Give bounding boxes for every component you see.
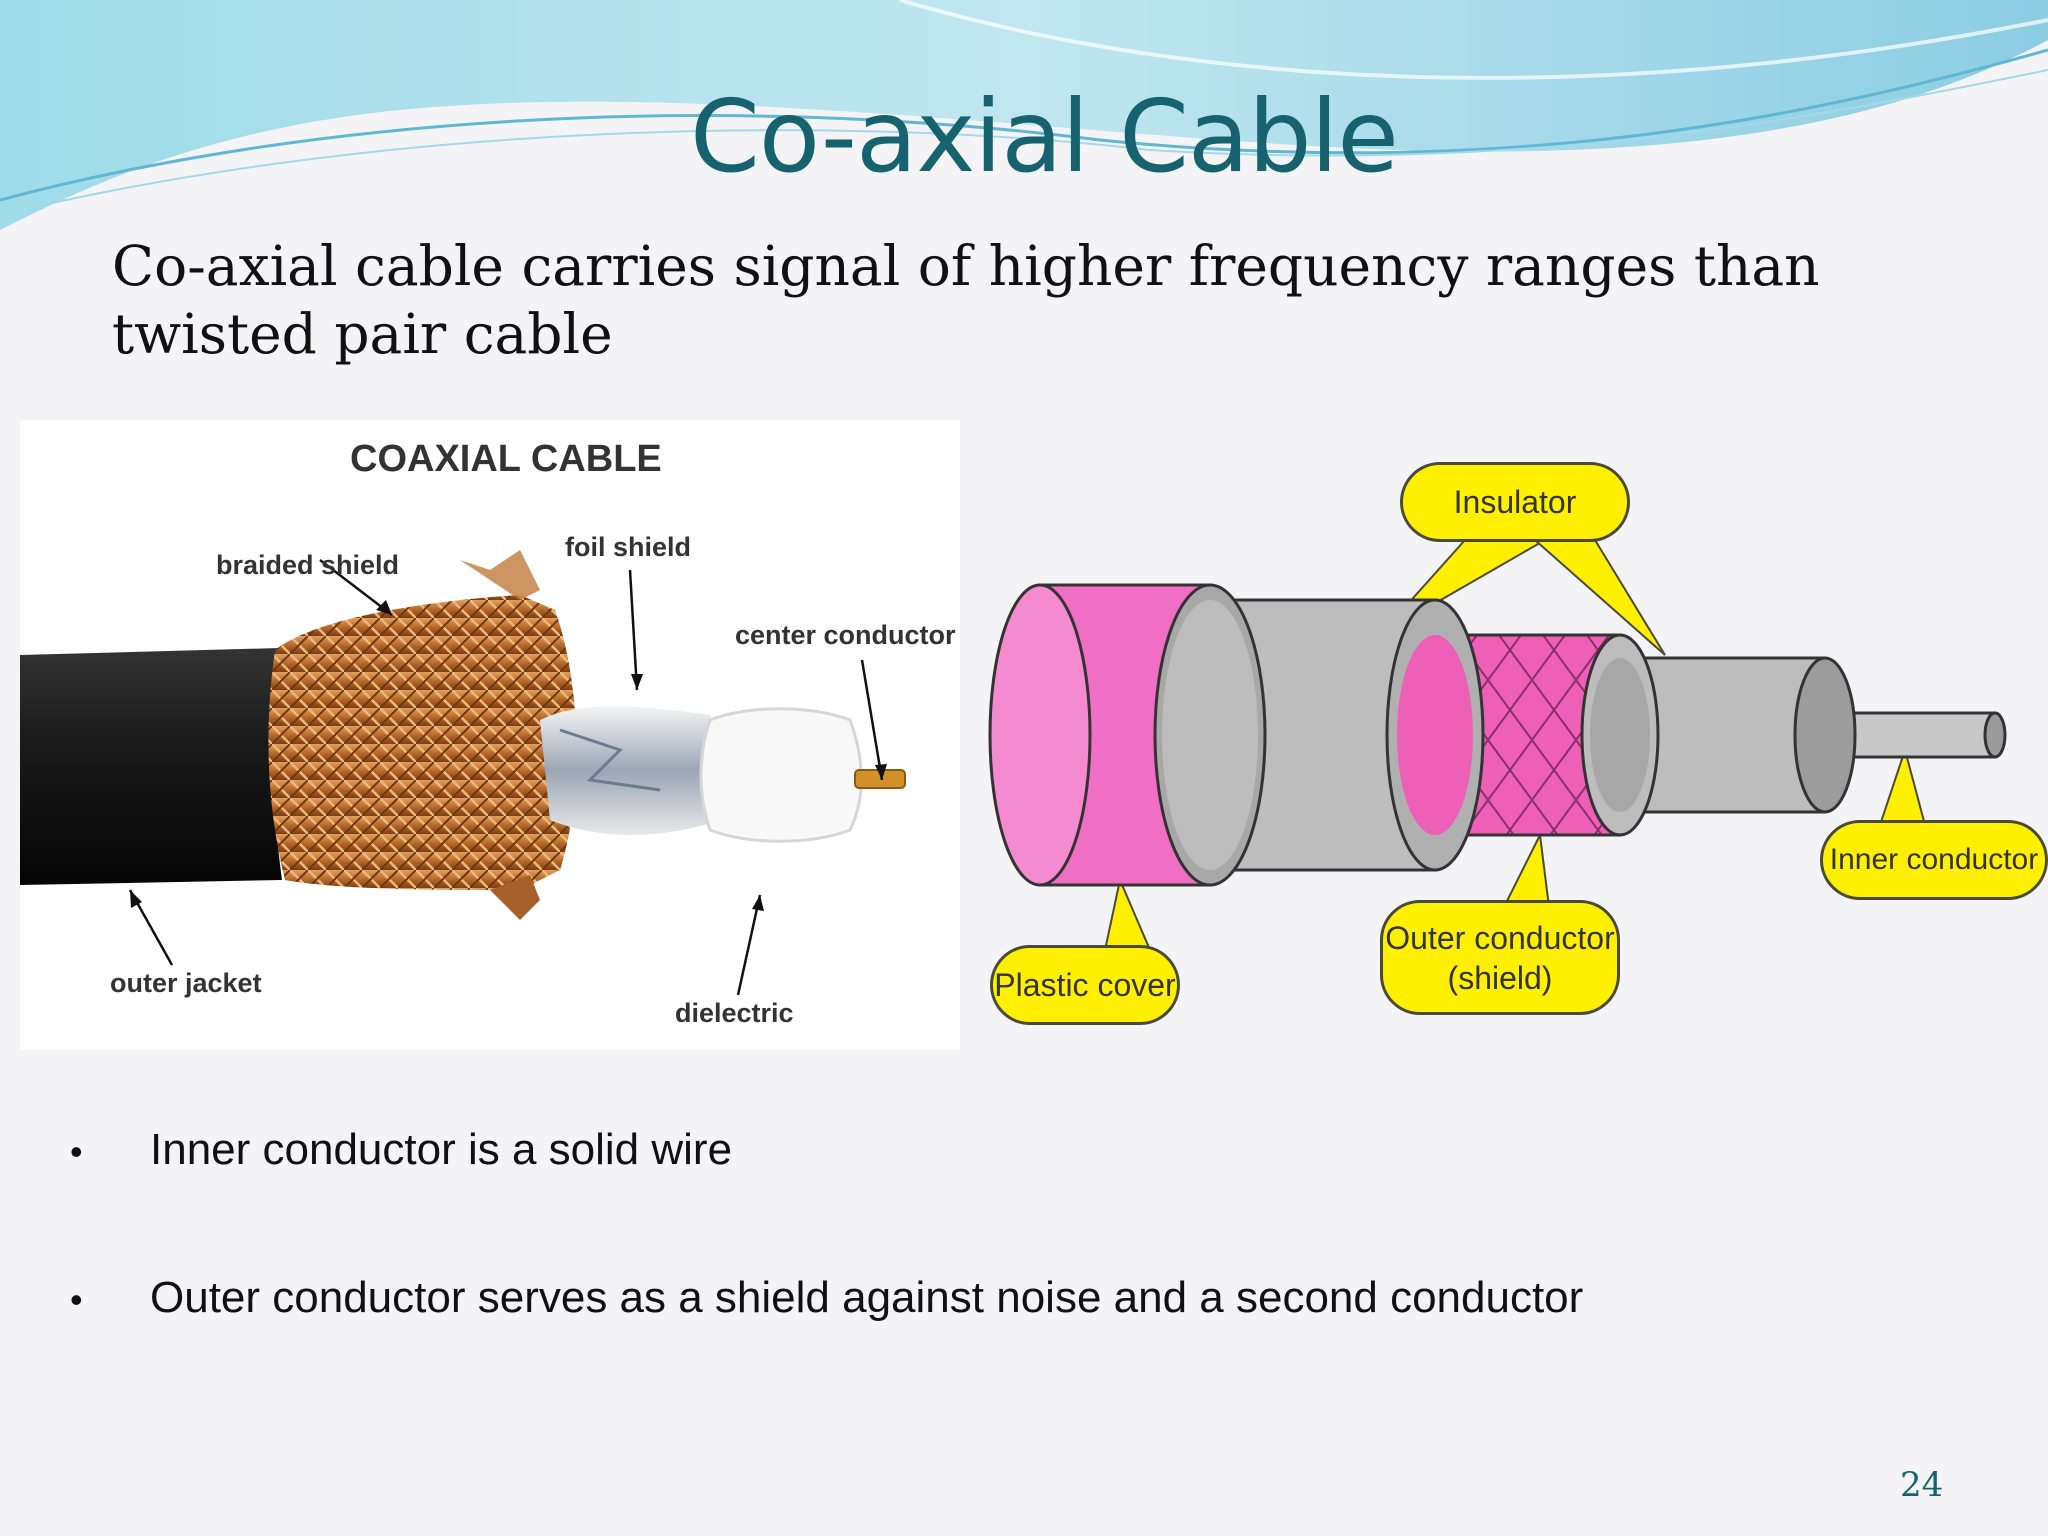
bullet-dot: • xyxy=(70,1279,83,1320)
coaxial-cable-photo: COAXIAL CABLE braided shield foil shield… xyxy=(20,420,960,1050)
callout-outer-conductor: Outer conductor (shield) xyxy=(1380,900,1620,1015)
callout-insulator: Insulator xyxy=(1400,462,1630,542)
cable-photo-illustration xyxy=(20,550,906,996)
bullet-item: • Inner conductor is a solid wire xyxy=(70,1110,732,1258)
coaxial-cable-diagram: Insulator Inner conductor Plastic cover … xyxy=(960,440,2048,1040)
label-center-conductor: center conductor xyxy=(735,620,956,650)
label-dielectric: dielectric xyxy=(675,998,794,1028)
callout-plastic-cover: Plastic cover xyxy=(990,945,1180,1025)
bullet-item: • Outer conductor serves as a shield agai… xyxy=(70,1258,1583,1406)
callout-inner-conductor: Inner conductor xyxy=(1820,820,2048,900)
slide-title: Co-axial Cable xyxy=(690,78,1399,195)
label-braided-shield: braided shield xyxy=(216,550,400,580)
label-outer-jacket: outer jacket xyxy=(110,968,262,998)
slide-subtitle: Co-axial cable carries signal of higher … xyxy=(112,234,1820,366)
photo-heading: COAXIAL CABLE xyxy=(350,438,662,480)
page-number: 24 xyxy=(1900,1465,1944,1505)
bullet-text: Inner conductor is a solid wire xyxy=(150,1125,733,1174)
bullet-dot: • xyxy=(70,1131,83,1172)
bullet-text: Outer conductor serves as a shield again… xyxy=(150,1273,1584,1322)
cable-layer-illustration xyxy=(988,539,2007,951)
header-wave-decoration xyxy=(0,0,2048,230)
callout-outer-conductor-line1: Outer conductor xyxy=(1385,919,1615,956)
bullet-list: • Inner conductor is a solid wire • Outer … xyxy=(70,1110,1583,1406)
label-foil-shield: foil shield xyxy=(565,532,692,562)
callout-outer-conductor-line2: (shield) xyxy=(1447,959,1553,996)
